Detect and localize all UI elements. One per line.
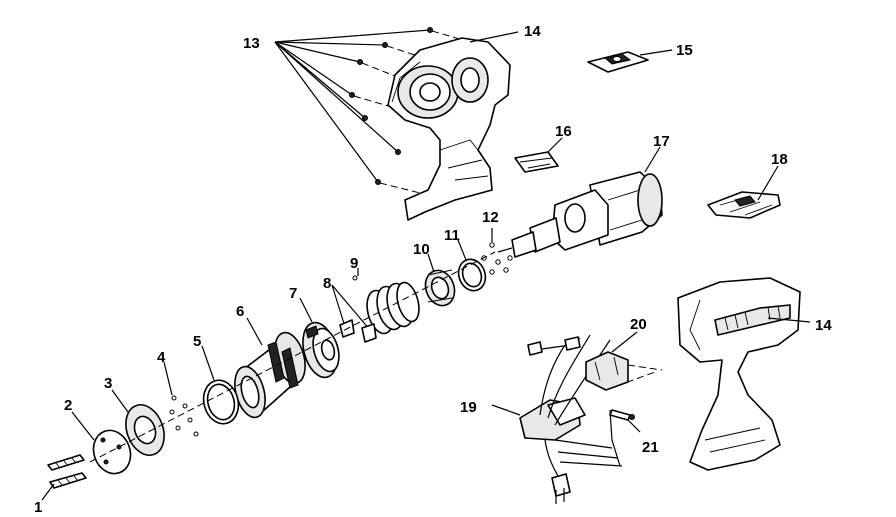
part-19-switch — [519, 334, 623, 504]
callout-labels: 1 2 3 4 5 6 7 8 9 10 11 12 13 14 14 15 1… — [34, 23, 832, 516]
part-5-ring — [202, 379, 240, 425]
part-11-ring — [457, 258, 487, 292]
label-1: 1 — [34, 499, 42, 516]
part-8-pins — [331, 284, 377, 343]
part-18-terminal — [707, 191, 781, 219]
label-18: 18 — [771, 151, 788, 168]
leader-lines — [41, 31, 811, 501]
part-4-balls — [169, 395, 199, 437]
label-17: 17 — [653, 133, 670, 150]
part-7-clutch — [302, 321, 340, 379]
label-10: 10 — [413, 241, 430, 258]
label-21: 21 — [642, 439, 659, 456]
part-2-washer — [92, 429, 132, 475]
label-5: 5 — [193, 333, 201, 350]
label-3: 3 — [104, 375, 112, 392]
part-16-clip — [514, 151, 559, 173]
label-20: 20 — [630, 316, 647, 333]
part-9-spring — [352, 275, 420, 335]
part-1-screws — [47, 454, 87, 489]
label-4: 4 — [157, 349, 166, 366]
part-12-balls — [481, 242, 513, 275]
label-8: 8 — [323, 275, 331, 292]
label-15: 15 — [676, 42, 693, 59]
part-21-screw — [609, 409, 641, 433]
label-2: 2 — [64, 397, 72, 414]
label-7: 7 — [289, 285, 297, 302]
part-20-bracket — [585, 331, 663, 391]
label-9: 9 — [350, 255, 358, 272]
part-17-motor — [497, 171, 663, 258]
label-14-right: 14 — [815, 317, 832, 334]
part-14-housing-right — [677, 277, 801, 471]
label-6: 6 — [236, 303, 244, 320]
label-13: 13 — [243, 35, 260, 52]
label-19: 19 — [460, 399, 477, 416]
part-3-plate — [125, 404, 165, 456]
label-14-top: 14 — [524, 23, 541, 40]
label-12: 12 — [482, 209, 499, 226]
label-11: 11 — [444, 227, 460, 244]
part-15-plate — [587, 51, 649, 73]
label-16: 16 — [555, 123, 572, 140]
part-14-housing-left — [387, 37, 511, 221]
assembly-axis — [89, 251, 496, 463]
part-6-collar — [234, 331, 306, 419]
